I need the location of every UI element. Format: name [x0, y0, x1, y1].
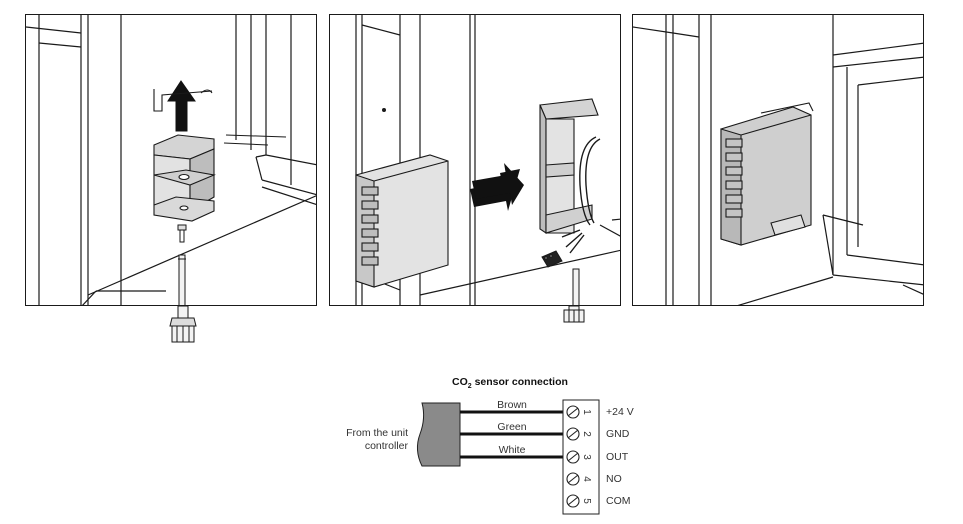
wire-label-white: White: [498, 444, 526, 456]
screw-icon: [177, 224, 187, 243]
right-arrow-icon: [470, 163, 524, 211]
terminal-number-1: 1: [580, 409, 592, 415]
bracket-mount-illustration: [26, 15, 316, 305]
cable-icon: [561, 136, 601, 254]
terminal-signal-1: +24 V: [606, 406, 634, 418]
connector-icon: [541, 250, 563, 268]
up-arrow-icon: [167, 80, 196, 132]
bracket-top-icon: [153, 89, 213, 112]
bracket-icon: [539, 98, 599, 235]
wire-label-brown: Brown: [497, 399, 527, 411]
terminal-number-2: 2: [580, 431, 592, 437]
terminal-signal-5: COM: [606, 495, 631, 507]
co2-sensor-icon: [355, 154, 449, 288]
bracket-icon: [153, 134, 216, 222]
screwdriver-icon: [572, 268, 580, 305]
wiring-lines: [416, 399, 600, 515]
terminal-signal-2: GND: [606, 428, 630, 440]
terminal-number-3: 3: [580, 454, 592, 460]
wire-label-green: Green: [497, 421, 527, 433]
co2-sensor-icon: [720, 102, 814, 246]
terminal-number-5: 5: [580, 498, 592, 504]
terminal-number-4: 4: [580, 476, 592, 482]
panel-installed-sensor: [632, 14, 924, 306]
sensor-attach-illustration: [355, 15, 620, 305]
screwdriver-icon: [178, 254, 186, 305]
sensor-installed-illustration: [633, 15, 923, 305]
terminal-signal-4: NO: [606, 473, 622, 485]
wiring-title: CO2 sensor connection: [452, 376, 568, 391]
panel-attach-sensor: [329, 14, 621, 306]
source-label: From the unit controller: [346, 427, 408, 452]
panel-mount-bracket: [25, 14, 317, 306]
co2-wiring-diagram: CO2 sensor connection From the unit cont…: [330, 370, 650, 520]
terminal-signal-3: OUT: [606, 451, 629, 463]
